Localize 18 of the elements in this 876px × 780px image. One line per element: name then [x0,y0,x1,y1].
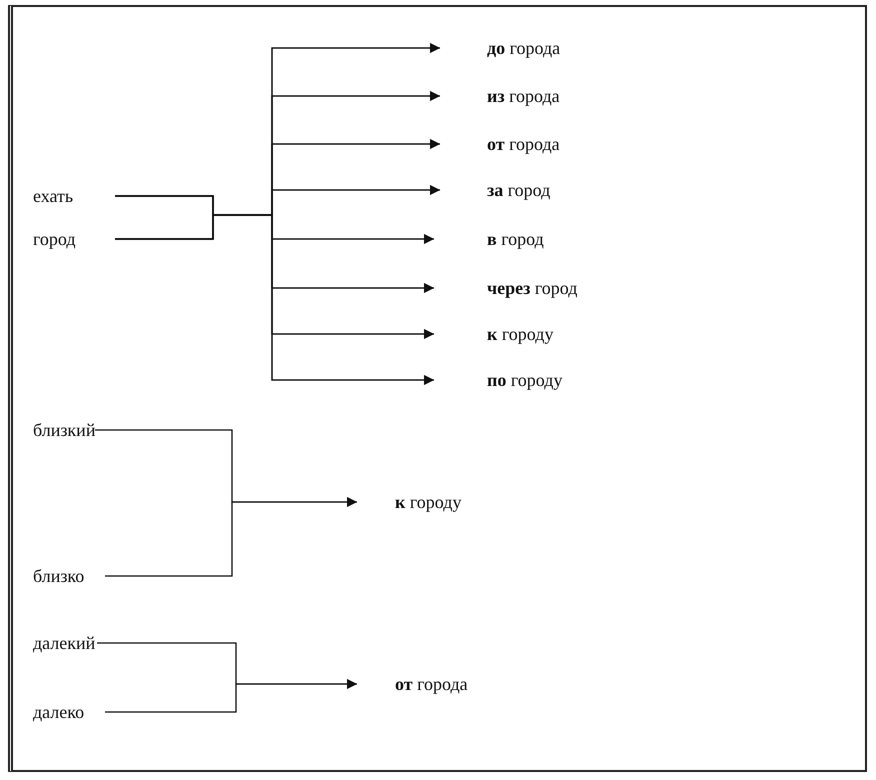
word-label: до города [440,37,560,59]
word-label: через город [434,277,578,299]
arrow [105,679,357,713]
word-label: далекий [33,632,97,654]
word-label: из города [440,85,560,107]
word-label: далеко [33,701,105,723]
word-label: к городу [357,491,462,513]
word-label: в город [434,228,544,250]
word-label: ехать [33,185,115,207]
word-label: близко [33,565,105,587]
word-label: за город [440,179,550,201]
word-label: по городу [434,369,562,391]
word-label: от города [440,133,560,155]
word-label: близкий [33,419,95,441]
word-label: город [33,228,115,250]
word-label: к городу [434,323,554,345]
word-label: от города [357,673,468,695]
arrow [105,497,357,577]
